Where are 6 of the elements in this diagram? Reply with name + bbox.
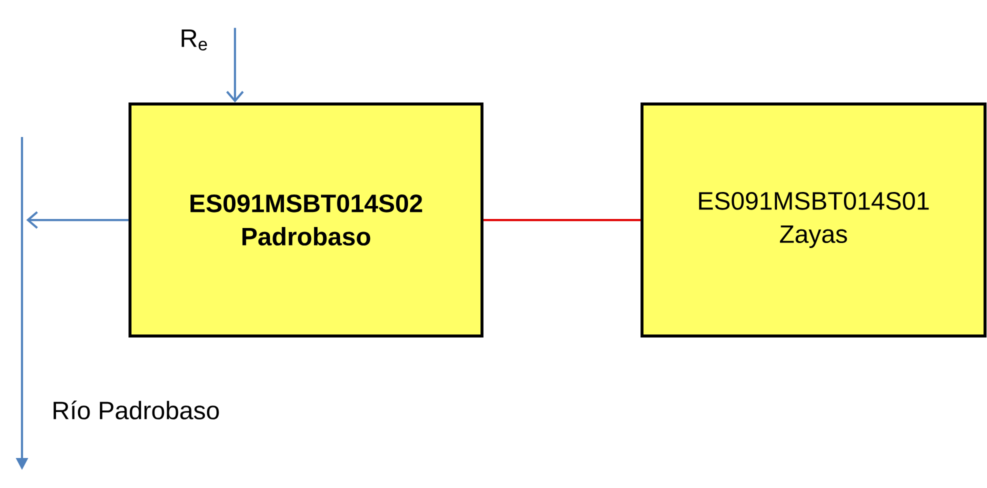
arrow <box>226 28 244 103</box>
process-box: ES091MSBT014S02 Padrobaso <box>128 102 484 338</box>
river-label: Río Padrobaso <box>54 400 219 420</box>
process-box: ES091MSBT014S01 Zayas <box>640 102 986 338</box>
flow-label: R$_{e}$ <box>182 30 207 50</box>
arrow <box>26 211 129 229</box>
